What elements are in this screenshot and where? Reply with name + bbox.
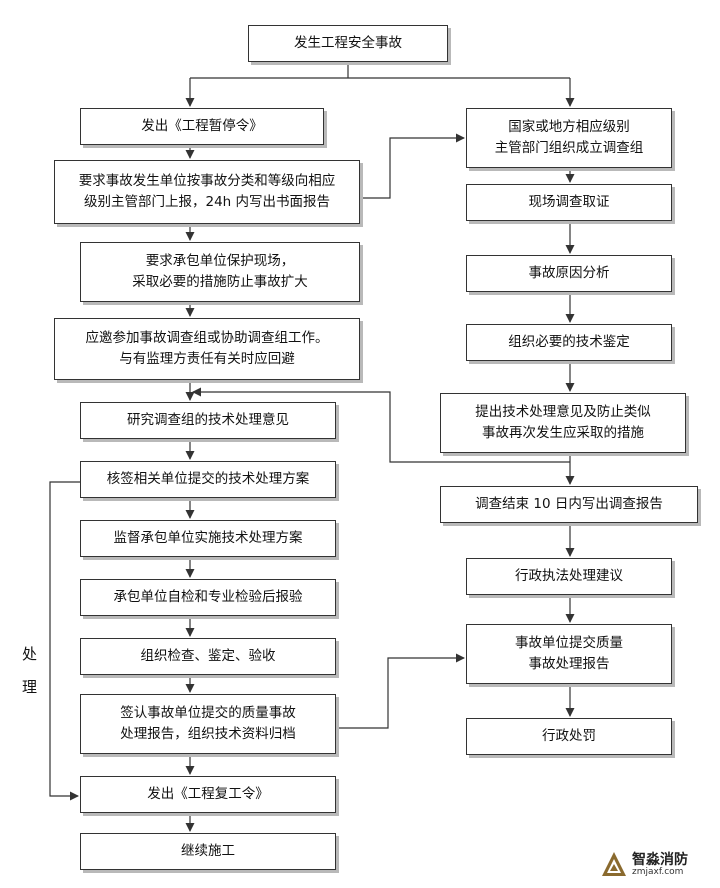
node-resume: 发出《工程复工令》: [80, 776, 336, 813]
logo-icon: [602, 852, 626, 876]
side-label-chu: 处: [22, 645, 38, 663]
node-quality-report: 事故单位提交质量 事故处理报告: [466, 624, 672, 684]
edge-confirm-quality: [336, 653, 465, 729]
node-admin-advice: 行政执法处理建议: [466, 558, 672, 595]
edge-report-gov: [360, 133, 465, 199]
side-label-li: 理: [22, 678, 38, 696]
node-evidence: 现场调查取证: [466, 184, 672, 221]
node-measures: 提出技术处理意见及防止类似 事故再次发生应采取的措施: [440, 393, 686, 453]
node-inspect: 组织检查、鉴定、验收: [80, 638, 336, 675]
node-confirm: 签认事故单位提交的质量事故 处理报告，组织技术资料归档: [80, 694, 336, 754]
node-stop-order: 发出《工程暂停令》: [80, 108, 324, 145]
node-supervise: 监督承包单位实施技术处理方案: [80, 520, 336, 557]
watermark-url: zmjaxf.com: [632, 867, 684, 877]
node-continue: 继续施工: [80, 833, 336, 870]
node-report: 要求事故发生单位按事故分类和等级向相应 级别主管部门上报，24h 内写出书面报告: [54, 160, 360, 224]
node-start: 发生工程安全事故: [248, 25, 448, 62]
node-study: 研究调查组的技术处理意见: [80, 402, 336, 439]
node-gov: 国家或地方相应级别 主管部门组织成立调查组: [466, 108, 672, 168]
node-sign-plan: 核签相关单位提交的技术处理方案: [80, 461, 336, 498]
edge-feedback-loop: [192, 387, 570, 463]
watermark-name: 智淼消防: [632, 852, 688, 868]
node-cause: 事故原因分析: [466, 255, 672, 292]
edge-side-loop: [49, 481, 80, 801]
node-join: 应邀参加事故调查组或协助调查组工作。 与有监理方责任有关时应回避: [54, 318, 360, 380]
node-protect: 要求承包单位保护现场， 采取必要的措施防止事故扩大: [80, 242, 360, 302]
node-final-report: 调查结束 10 日内写出调查报告: [440, 486, 698, 523]
node-appraisal: 组织必要的技术鉴定: [466, 324, 672, 361]
node-self-check: 承包单位自检和专业检验后报验: [80, 579, 336, 616]
watermark-logo: 智淼消防 zmjaxf.com: [600, 848, 710, 882]
node-penalty: 行政处罚: [466, 718, 672, 755]
